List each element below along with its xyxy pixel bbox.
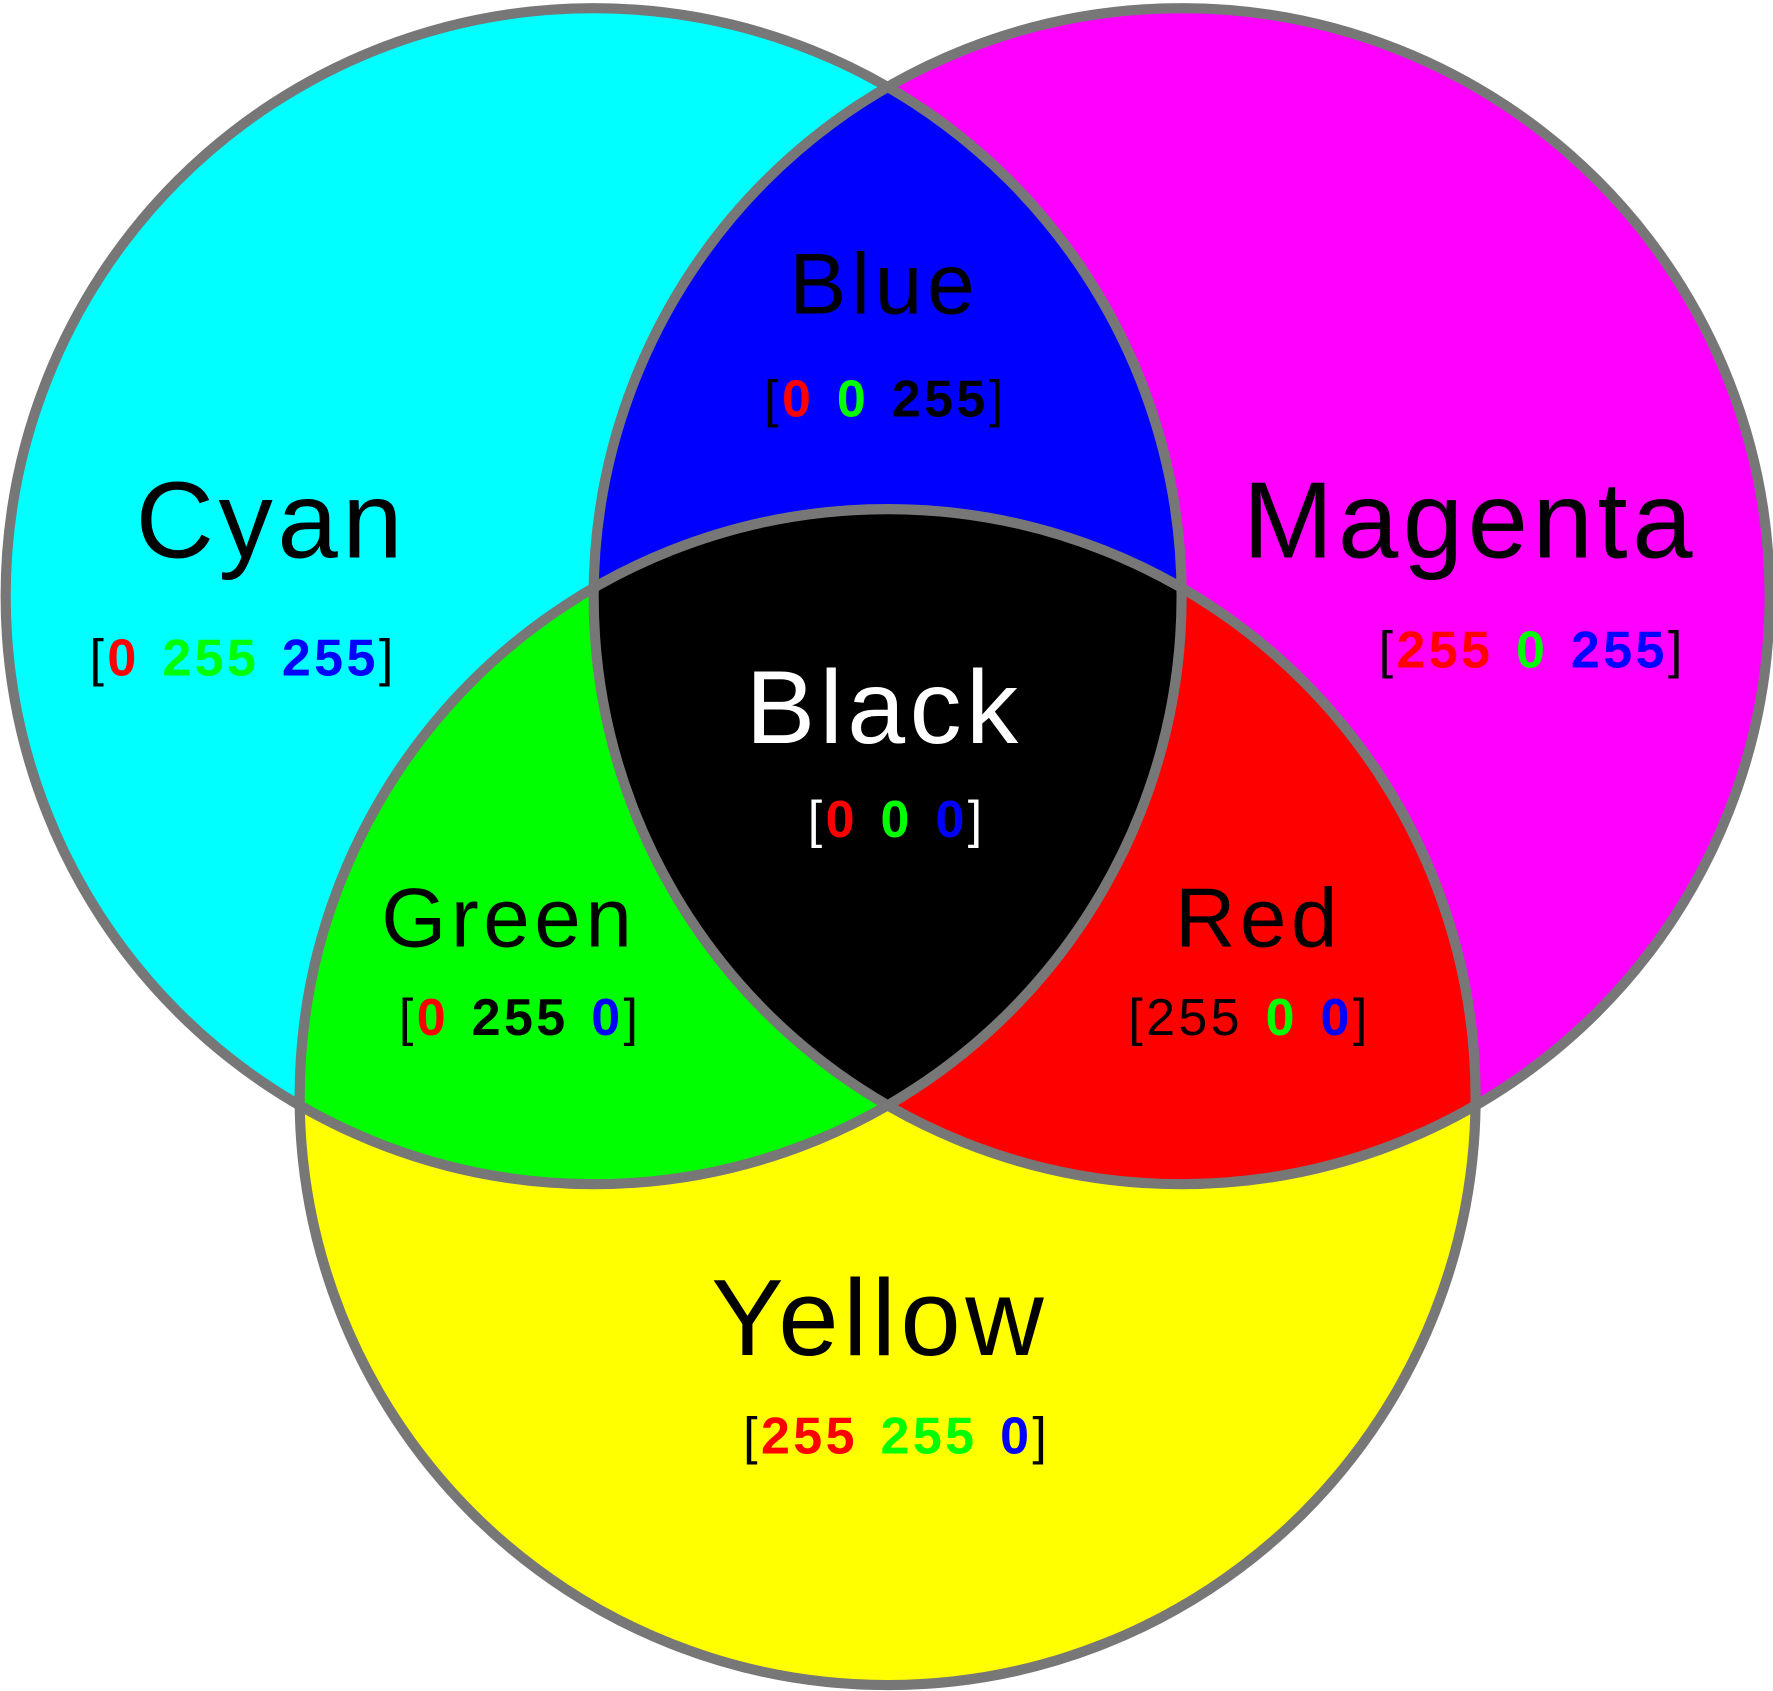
cyan-label: Cyan [136, 461, 408, 582]
red-label: Red [1175, 871, 1342, 965]
cyan-outline [0, 3, 1187, 1190]
magenta-outline [588, 3, 1773, 1190]
yellow-circle [299, 509, 1476, 1686]
magenta-label: Magenta [1243, 461, 1697, 582]
yellow-label: Yellow [711, 1258, 1048, 1379]
blue-label: Blue [789, 236, 979, 332]
green-label: Green [381, 871, 636, 965]
black-label: Black [746, 650, 1023, 766]
yellow-outline [294, 504, 1481, 1691]
